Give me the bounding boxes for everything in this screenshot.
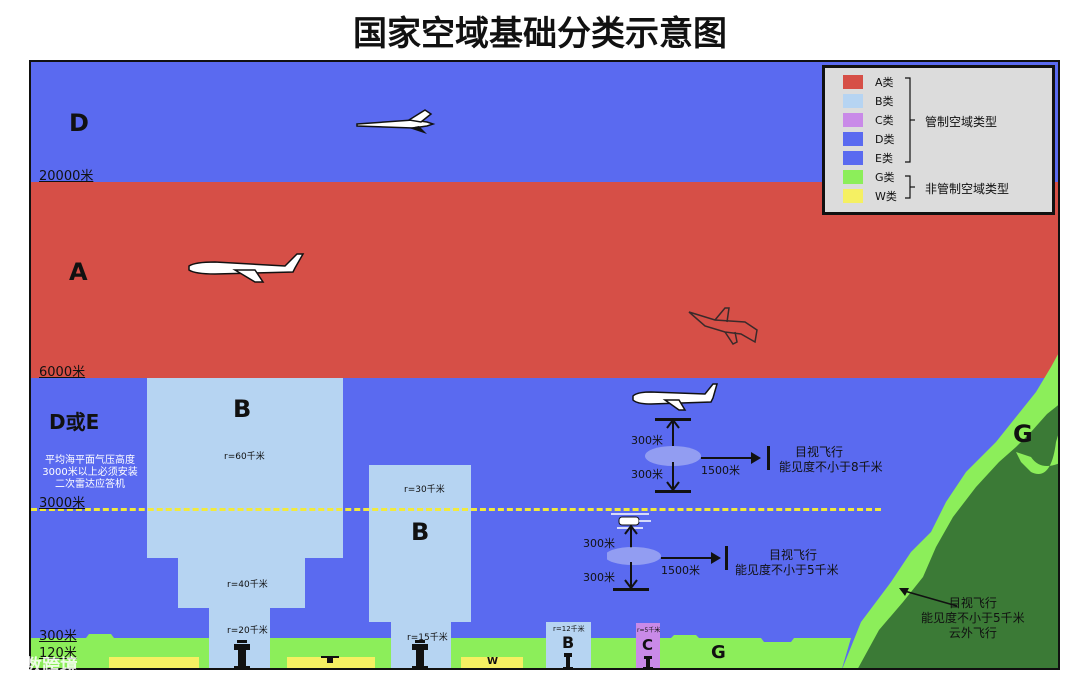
- diagram-title: 国家空域基础分类示意图: [353, 14, 727, 54]
- vfr-upper-text: 目视飞行能见度不小于8千米: [779, 445, 883, 474]
- w-zone-label: W: [487, 656, 499, 667]
- legend-item-w: W类: [843, 188, 897, 204]
- legend-bracket: [905, 77, 915, 199]
- vfr-upper-below-label: 300米: [631, 468, 663, 481]
- altitude-3000-line: [31, 508, 881, 511]
- b-left-r40-label: r=40千米: [227, 580, 268, 590]
- w-zone-3: [461, 657, 523, 668]
- vfr-upper-horizontal-label: 1500米: [701, 464, 740, 477]
- altitude-120-label: 120米: [39, 646, 77, 661]
- altitude-20000-label: 20000米: [39, 169, 94, 184]
- control-tower-icon: [234, 640, 250, 668]
- b-zone-left-r60: [147, 378, 343, 558]
- zone-d-or-e-label: D或E: [49, 410, 100, 434]
- space-shuttle-icon: [356, 109, 436, 134]
- control-tower-icon: [643, 656, 653, 668]
- legend-controlled-label: 管制空域类型: [925, 115, 998, 129]
- fighter-jet-icon: [688, 307, 758, 345]
- legend-item-g: G类: [843, 169, 895, 185]
- zone-d-label: D: [69, 109, 89, 137]
- b-zone-mid-r30: [369, 465, 471, 622]
- airspace-diagram: W B r=60千米 r=40千米 r=20千米 B r=30千米 r=15千米…: [29, 60, 1060, 670]
- airliner-icon: [188, 253, 305, 283]
- watermark: 大数跨境: [6, 656, 78, 677]
- c-small-r5-label: r=5千米: [637, 627, 661, 634]
- control-tower-icon: [412, 640, 428, 668]
- vfr-separation-upper: [645, 418, 770, 493]
- b-zone-mid-label: B: [411, 518, 430, 546]
- g-ground-label: G: [711, 642, 726, 663]
- control-tower-icon: [563, 653, 573, 668]
- b-small-r12-label: r=12千米: [553, 625, 585, 633]
- vfr-upper-above-label: 300米: [631, 434, 663, 447]
- zone-a-label: A: [69, 258, 88, 286]
- legend-item-b: B类: [843, 93, 894, 109]
- altitude-3000-label: 3000米: [39, 496, 86, 511]
- vfr-g-arrow: [899, 588, 958, 607]
- vfr-lower-horizontal-label: 1500米: [661, 564, 700, 577]
- vfr-g-text: 目视飞行能见度不小于5千米云外飞行: [921, 596, 1025, 640]
- legend-item-c: C类: [843, 112, 894, 128]
- altitude-300-label: 300米: [39, 629, 77, 644]
- vfr-lower-above-label: 300米: [583, 537, 615, 550]
- b-left-r20-label: r=20千米: [227, 626, 268, 636]
- legend-item-e: E类: [843, 150, 893, 166]
- legend-uncontrolled-label: 非管制空域类型: [925, 182, 1010, 196]
- b-zone-left-r40: [178, 558, 305, 608]
- b-mid-r15-label: r=15千米: [407, 633, 448, 643]
- legend: A类 B类 C类 D类 E类 G类 W类 管制空域类型 非管制空域类型: [822, 65, 1055, 215]
- vfr-separation-lower: [607, 524, 728, 591]
- airliner-icon: [632, 383, 718, 411]
- vfr-lower-text: 目视飞行能见度不小于5千米: [735, 548, 839, 577]
- w-zone-1: [109, 657, 199, 668]
- b-mid-r30-label: r=30千米: [404, 485, 445, 495]
- drone-icon: [321, 656, 339, 663]
- vfr-lower-below-label: 300米: [583, 571, 615, 584]
- c-zone-small-label: C: [642, 636, 654, 654]
- legend-item-d: D类: [843, 131, 894, 147]
- legend-item-a: A类: [843, 74, 894, 90]
- altitude-6000-label: 6000米: [39, 365, 86, 380]
- zone-g-right-label: G: [1013, 420, 1033, 448]
- b-left-r60-label: r=60千米: [224, 452, 265, 462]
- b-zone-small-label: B: [562, 633, 575, 652]
- b-zone-left-label: B: [233, 395, 252, 423]
